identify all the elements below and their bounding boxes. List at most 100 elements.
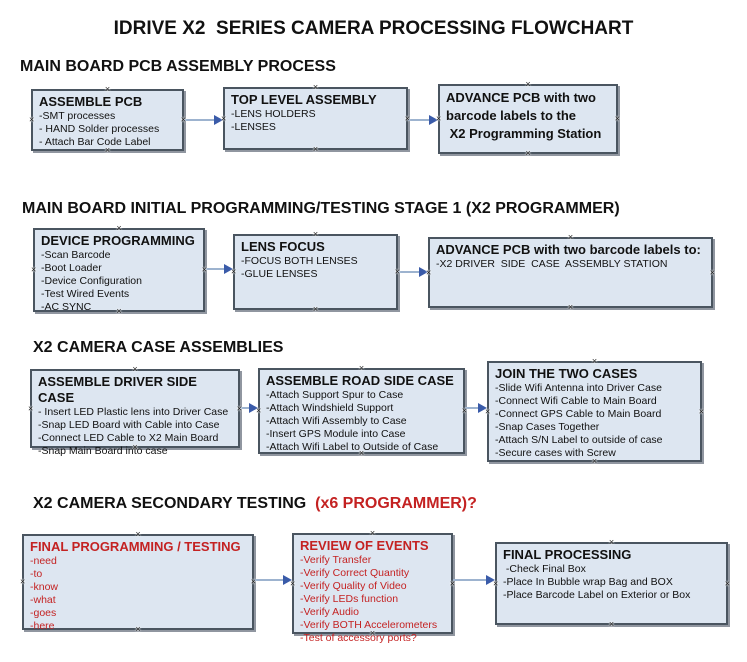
flow-box-final-processing: × × × × FINAL PROCESSING -Check Final Box -… <box>493 538 730 629</box>
arrow-head-icon <box>478 403 487 413</box>
connection-point-icon: × <box>312 229 319 239</box>
section-header-red-text: (x6 PROGRAMMER)? <box>315 495 477 512</box>
connection-point-icon: × <box>116 223 122 233</box>
arrow-head-icon <box>224 264 233 274</box>
section-header-text: MAIN BOARD PCB ASSEMBLY PROCESS <box>20 58 336 75</box>
flow-box-device-programming: ×××× DEVICE PROGRAMMING -Scan Barcode -B… <box>31 224 207 316</box>
connection-point-icon: × <box>312 304 319 314</box>
connection-point-icon: × <box>28 403 34 413</box>
box-title: ADVANCE PCB with two barcode labels to t… <box>446 90 602 141</box>
box-item: - HAND Solder processes <box>39 123 160 135</box>
box-item: -Verify BOTH Accelerometers <box>300 619 438 631</box>
flow-box-join-the-two-cases: ×××× JOIN THE TWO CASES -Slide Wifi Ante… <box>485 357 704 466</box>
box-item: -Slide Wifi Antenna into Driver Case <box>495 382 662 394</box>
box-item: -Check Final Box <box>503 563 586 575</box>
connection-point-icon: × <box>608 537 615 547</box>
flow-box-assemble-pcb: ×××× ASSEMBLE PCB -SMT processes - HAND … <box>29 85 186 155</box>
box-item: -Verify Transfer <box>300 554 372 566</box>
connection-point-icon: × <box>180 114 186 125</box>
box-item: -goes <box>30 607 57 619</box>
flow-arrow <box>254 575 292 585</box>
box-item: -LENSES <box>231 121 276 133</box>
box-item: -Scan Barcode <box>41 249 111 261</box>
box-item: -know <box>30 581 59 593</box>
connection-point-icon: × <box>394 266 400 277</box>
box-item: -Insert GPS Module into Case <box>266 428 406 440</box>
box-item: -SMT processes <box>39 110 116 122</box>
box-item: - Insert LED Plastic lens into Driver Ca… <box>38 406 229 418</box>
connection-point-icon: × <box>132 442 138 452</box>
connection-point-icon: × <box>493 578 499 588</box>
flow-box-advance-pcb-driver-side: ×××× ADVANCE PCB with two barcode labels… <box>426 233 715 312</box>
box-title: LENS FOCUS <box>241 239 325 254</box>
box-item: -FOCUS BOTH LENSES <box>241 255 358 267</box>
connection-point-icon: × <box>29 114 35 125</box>
flow-arrow <box>453 575 495 585</box>
arrow-line <box>398 271 422 273</box>
connection-point-icon: × <box>698 406 704 416</box>
flow-box-top-level-assembly: ×××× TOP LEVEL ASSEMBLY -LENS HOLDERS -L… <box>221 83 410 154</box>
box-item: - Attach Bar Code Label <box>39 136 151 148</box>
box-title: DEVICE PROGRAMMING <box>41 233 195 248</box>
box-item: -GLUE LENSES <box>241 268 318 280</box>
box-title: ASSEMBLE ROAD SIDE CASE <box>266 373 454 388</box>
flow-box-final-programming-testing: ×××× FINAL PROGRAMMING / TESTING -need -… <box>20 530 256 634</box>
box-title: REVIEW OF EVENTS <box>300 538 429 553</box>
connection-point-icon: × <box>132 364 138 374</box>
flow-arrow <box>184 115 223 125</box>
box-item: -Verify Quality of Video <box>300 580 407 592</box>
connection-point-icon: × <box>236 403 242 413</box>
page-title: IDRIVE X2 SERIES CAMERA PROCESSING FLOWC… <box>113 18 634 39</box>
connection-point-icon: × <box>221 113 227 123</box>
connection-point-icon: × <box>591 356 598 366</box>
flow-box-lens-focus: × × × × LENS FOCUS -FOCUS BOTH LENSES -GLUE… <box>231 230 400 314</box>
box-item: -to <box>30 568 43 580</box>
box-item: -Attach Wifi Assembly to Case <box>266 415 407 427</box>
connection-point-icon: × <box>290 578 296 588</box>
section-header-secondary-testing: X2 CAMERA SECONDARY TESTING (x6 PROGRAMM… <box>33 495 477 513</box>
connection-point-icon: × <box>358 363 365 373</box>
box-title: FINAL PROCESSING <box>503 547 632 562</box>
connection-point-icon: × <box>358 448 365 458</box>
box-item: -Attach Wifi Label to Outside of Case <box>266 441 439 453</box>
section-header-initial-programming: MAIN BOARD INITIAL PROGRAMMING/TESTING S… <box>22 200 620 218</box>
connection-point-icon: × <box>608 619 615 629</box>
connection-point-icon: × <box>525 148 531 158</box>
box-title: JOIN THE TWO CASES <box>495 366 638 381</box>
connection-point-icon: × <box>231 266 237 277</box>
box-item: -Attach Windshield Support <box>266 402 394 414</box>
box-item: -need <box>30 555 57 567</box>
connection-point-icon: × <box>20 576 26 587</box>
box-item: -Snap LED Board with Cable into Case <box>38 419 220 431</box>
box-item: -Snap Cases Together <box>495 421 600 433</box>
box-item: -LENS HOLDERS <box>231 108 316 120</box>
flow-box-assemble-road-side-case: ×××× ASSEMBLE ROAD SIDE CASE -Attach Sup… <box>256 364 467 458</box>
box-item: -Secure cases with Screw <box>495 447 616 459</box>
connection-point-icon: × <box>724 578 730 588</box>
connection-point-icon: × <box>369 628 376 638</box>
connection-point-icon: × <box>436 113 442 124</box>
box-item: -Boot Loader <box>41 262 102 274</box>
connection-point-icon: × <box>614 113 620 124</box>
connection-point-icon: × <box>485 406 491 416</box>
box-item: -Test of accessory ports? <box>300 632 417 644</box>
arrow-head-icon <box>486 575 495 585</box>
section-header-text: X2 CAMERA CASE ASSEMBLIES <box>33 339 284 356</box>
section-header-text: MAIN BOARD INITIAL PROGRAMMING/TESTING S… <box>22 200 620 217</box>
arrow-line <box>240 407 252 409</box>
flow-arrow <box>465 403 487 413</box>
arrow-head-icon <box>249 403 258 413</box>
connection-point-icon: × <box>31 264 37 275</box>
connection-point-icon: × <box>201 264 207 275</box>
connection-point-icon: × <box>135 624 141 634</box>
box-title: FINAL PROGRAMMING / TESTING <box>30 539 241 554</box>
box-title: ADVANCE PCB with two barcode labels to: <box>436 242 701 257</box>
connection-point-icon: × <box>404 113 410 123</box>
connection-point-icon: × <box>369 528 376 538</box>
connection-point-icon: × <box>525 79 531 89</box>
box-item: -Place In Bubble wrap Bag and BOX <box>503 576 673 588</box>
box-item: -Attach S/N Label to outside of case <box>495 434 663 446</box>
arrow-line <box>254 579 286 581</box>
connection-point-icon: × <box>104 145 111 155</box>
